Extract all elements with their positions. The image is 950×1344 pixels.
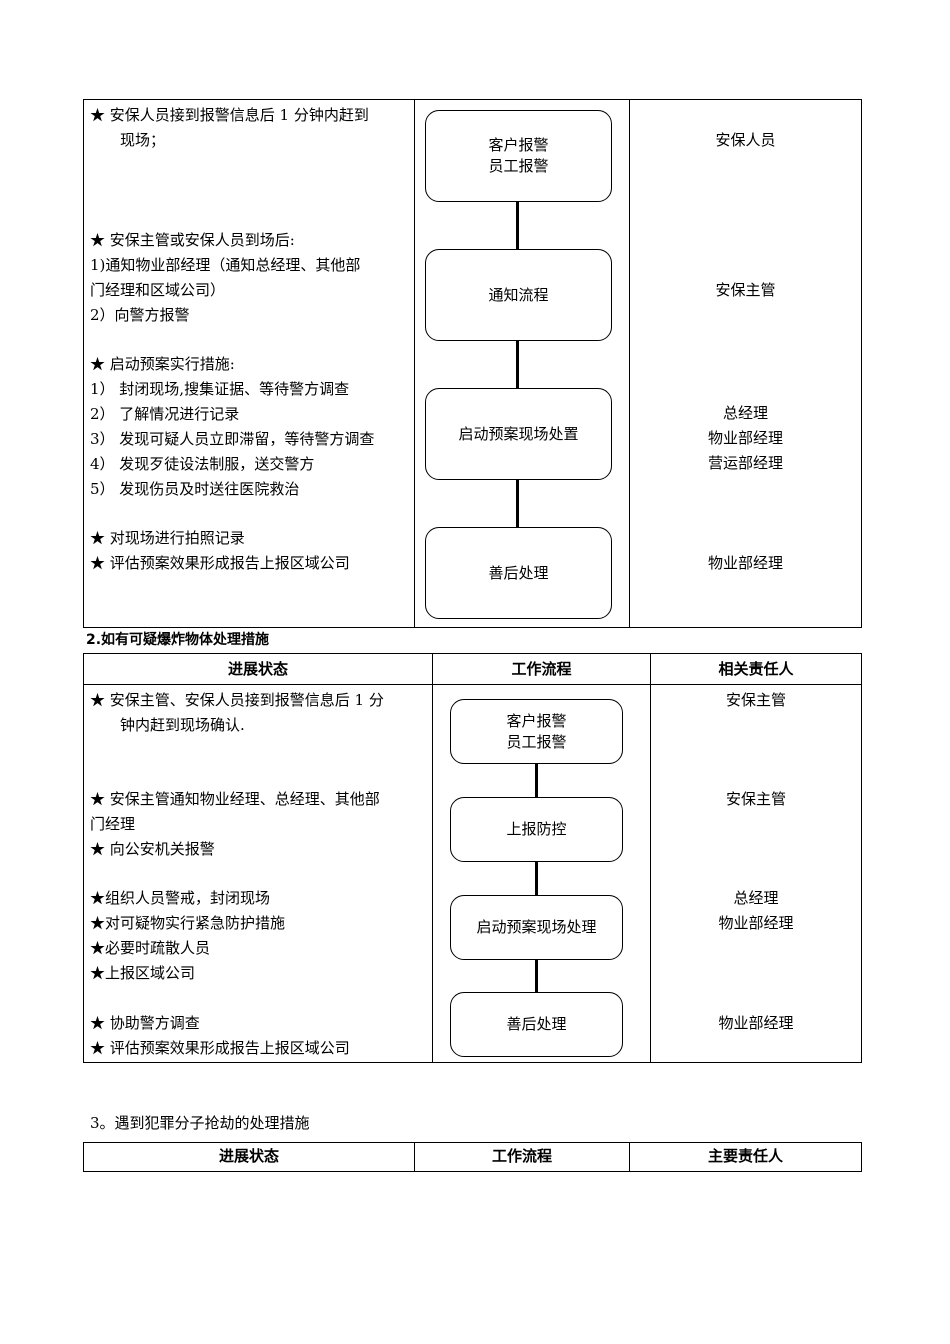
responsible-person: 物业部经理 (718, 1014, 794, 1032)
responsible-person: 安保主管 (725, 691, 786, 709)
status-item: ★ 对现场进行拍照记录 ★ 评估预案效果形成报告上报区域公司 (90, 529, 350, 572)
column-header: 相关责任人 (718, 660, 794, 678)
section-title: 2.如有可疑爆炸物体处理措施 (86, 632, 270, 648)
flow-connector (535, 763, 538, 798)
flow-step: 启动预案现场处置 (425, 388, 612, 480)
column-header: 主要责任人 (707, 1147, 783, 1165)
responsible-person: 总经理 物业部经理 营运部经理 (707, 404, 783, 472)
flow-connector (535, 860, 538, 896)
responsible-person: 安保人员 (715, 131, 776, 149)
status-item: ★组织人员警戒，封闭现场 ★对可疑物实行紧急防护措施 ★必要时疏散人员 ★上报区… (90, 889, 286, 982)
status-item: ★ 安保人员接到报警信息后 1 分钟内赶到 现场； (90, 106, 369, 149)
responsible-person: 安保主管 (725, 790, 786, 808)
column-header: 进展状态 (227, 660, 288, 678)
responsible-person: 总经理 物业部经理 (718, 889, 794, 932)
flow-step: 客户报警员工报警 (425, 110, 612, 202)
responsible-person: 安保主管 (715, 281, 776, 299)
status-item: ★ 协助警方调查 ★ 评估预案效果形成报告上报区域公司 (90, 1014, 350, 1057)
status-item: ★ 安保主管通知物业经理、总经理、其他部 门经理 ★ 向公安机关报警 (90, 790, 380, 858)
flow-connector (516, 340, 519, 389)
responsible-person: 物业部经理 (707, 554, 783, 572)
flow-step: 通知流程 (425, 249, 612, 341)
column-header: 工作流程 (491, 1147, 552, 1165)
flow-step: 善后处理 (450, 992, 623, 1057)
flow-connector (516, 201, 519, 250)
section-title: 3。遇到犯罪分子抢劫的处理措施 (90, 1114, 310, 1132)
column-header: 进展状态 (218, 1147, 279, 1165)
status-item: ★ 启动预案实行措施: 1） 封闭现场,搜集证据、等待警方调查 2） 了解情况进… (90, 355, 375, 498)
column-header: 工作流程 (511, 660, 572, 678)
status-item: ★ 安保主管、安保人员接到报警信息后 1 分 钟内赶到现场确认. (90, 691, 384, 734)
flow-step: 上报防控 (450, 797, 623, 862)
flow-connector (535, 959, 538, 993)
status-item: ★ 安保主管或安保人员到场后: 1)通知物业部经理（通知总经理、其他部 门经理和… (90, 231, 361, 324)
flow-step: 客户报警员工报警 (450, 699, 623, 764)
flow-connector (516, 479, 519, 528)
flow-step: 善后处理 (425, 527, 612, 619)
flow-step: 启动预案现场处理 (450, 895, 623, 960)
